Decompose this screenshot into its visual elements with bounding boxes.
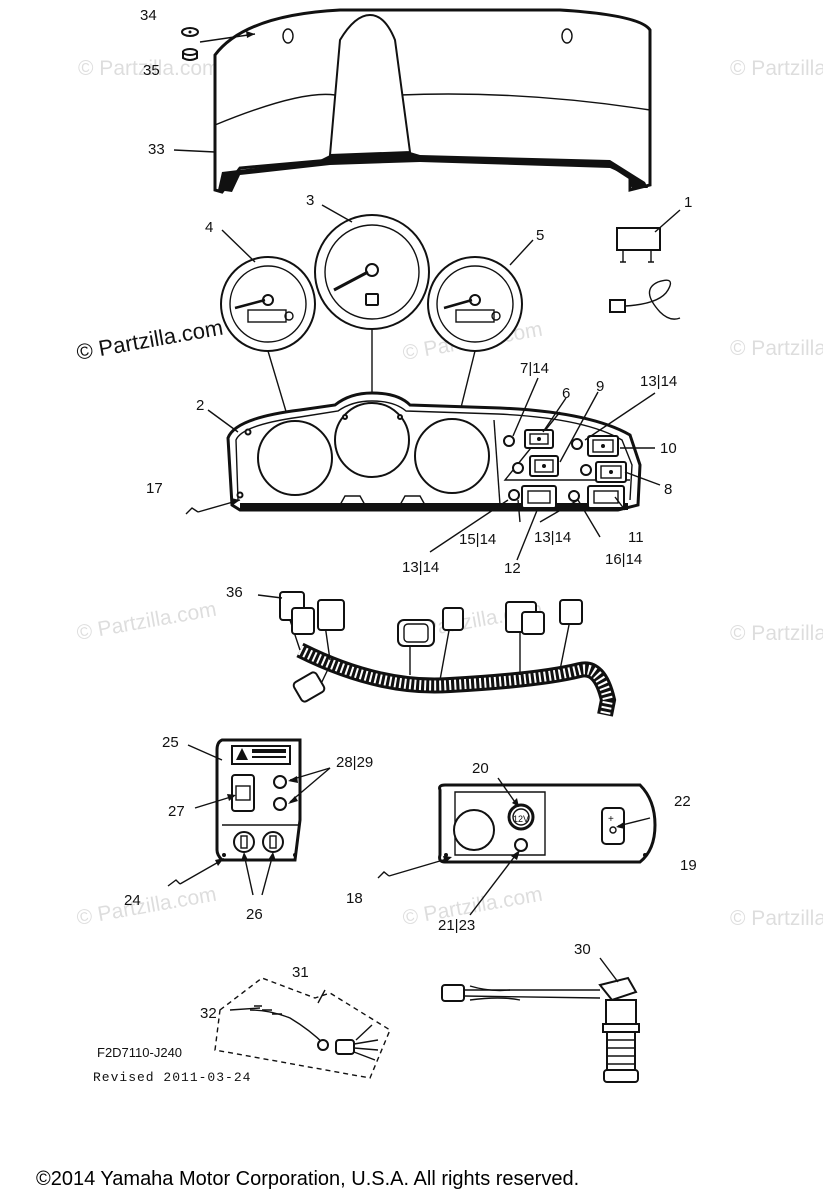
callout-31: 31 [292,964,309,981]
callout-10: 10 [660,440,677,457]
sensor-kit [214,977,391,1079]
callout-13-14-low: 13|14 [402,559,439,576]
callout-35: 35 [143,62,160,79]
gauge-center-speedometer [314,214,430,330]
callout-13-14-top: 13|14 [640,373,677,390]
plus-icon: + [608,814,614,825]
callout-5: 5 [536,227,544,244]
watermark: © Partzilla.com [730,622,823,645]
switch-panel-25 [215,738,302,862]
watermark: © Partzilla.com [730,907,823,930]
callout-30: 30 [574,941,591,958]
callout-4: 4 [205,219,213,236]
watermark: © Partzilla.com [78,57,220,80]
accessory-panel-19: 12V + [377,777,657,916]
callout-11: 11 [628,529,644,546]
callout-24: 24 [124,892,141,909]
screw-17 [185,498,241,515]
callout-33: 33 [148,141,165,158]
callout-20: 20 [472,760,489,777]
callout-28-29: 28|29 [336,754,373,771]
watermark: © Partzilla.com [730,337,823,360]
socket-label: 12V [513,814,529,824]
wiring-harness [279,591,617,717]
callout-3: 3 [306,192,314,209]
callout-1: 1 [684,194,692,211]
callout-leaders [173,149,681,1011]
gauge-right [427,256,523,352]
callout-8: 8 [664,481,672,498]
callout-12: 12 [504,560,521,577]
switch-panel-leaders [167,767,331,896]
callout-19: 19 [680,857,697,874]
revised-date: Revised 2011-03-24 [93,1070,251,1085]
watermark: © Partzilla.com [75,315,225,365]
callout-2: 2 [196,397,204,414]
sensor-unit [609,227,681,320]
callout-27: 27 [168,803,185,820]
callout-22: 22 [674,793,691,810]
callout-17: 17 [146,480,163,497]
dash-panel [226,391,642,512]
callout-15-14: 15|14 [459,531,496,548]
gauge-left [220,256,316,352]
callout-6: 6 [562,385,570,402]
callout-34: 34 [140,7,157,24]
callout-25: 25 [162,734,179,751]
watermark: © Partzilla.com [75,883,218,930]
copyright: ©2014 Yamaha Motor Corporation, U.S.A. A… [36,1168,579,1190]
callout-36: 36 [226,584,243,601]
watermark: © Partzilla.com [730,57,823,80]
callout-21-23: 21|23 [438,917,475,934]
callouts: 34 35 33 3 4 5 1 2 7|14 6 9 13|14 10 8 1… [124,7,697,1022]
callout-9: 9 [596,378,604,395]
callout-13-14-mid: 13|14 [534,529,571,546]
callout-18: 18 [346,890,363,907]
callout-26: 26 [246,906,263,923]
instrument-cover [213,8,652,194]
transducer-30 [441,957,640,1083]
callout-32: 32 [200,1005,217,1022]
callout-7-14: 7|14 [520,360,549,377]
figure-code: F2D7110-J240 [97,1045,182,1060]
callout-16-14: 16|14 [605,551,642,568]
watermark: © Partzilla.com [75,598,218,645]
washer-and-nut [181,27,256,61]
